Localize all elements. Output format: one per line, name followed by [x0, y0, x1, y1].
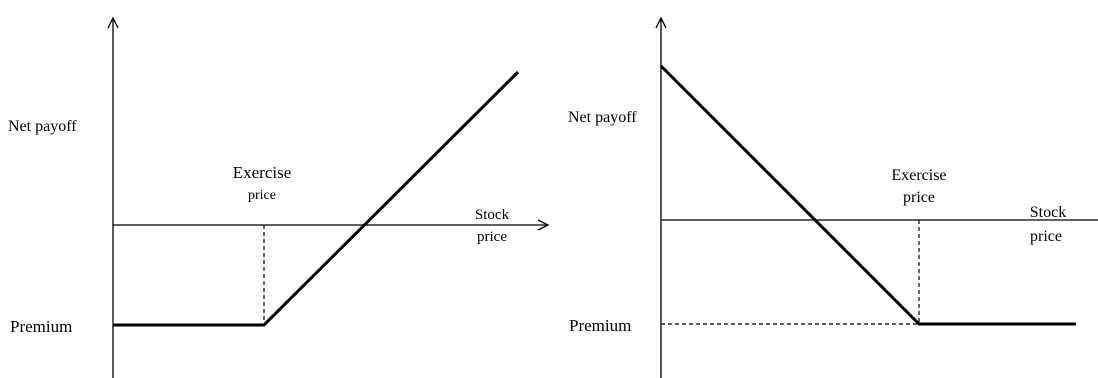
call-payoff-line — [113, 70, 520, 327]
put-x-axis-label-line2: price — [1030, 228, 1062, 245]
call-x-axis-arrow — [537, 219, 550, 231]
call-strike-label-line2: price — [248, 188, 276, 203]
put-payoff-line — [659, 64, 1076, 326]
call-x-axis-label-line2: price — [477, 229, 507, 245]
put-y-axis-arrow — [655, 16, 667, 29]
put-y-axis-label: Net payoff — [568, 109, 637, 126]
call-y-axis-label: Net payoff — [8, 118, 77, 135]
call-premium-label: Premium — [10, 317, 72, 336]
call-payoff-diagram: Net payoff Exercise price Stock price Pr… — [8, 16, 550, 378]
call-x-axis-label-line1: Stock — [475, 207, 510, 223]
call-y-axis-arrow — [107, 16, 119, 29]
put-premium-label: Premium — [569, 316, 631, 335]
put-x-axis-label-line1: Stock — [1030, 204, 1066, 221]
put-strike-label-line1: Exercise — [891, 167, 946, 184]
put-payoff-diagram: Net payoff Exercise price Stock price Pr… — [568, 16, 1098, 378]
put-strike-label-line2: price — [903, 189, 935, 206]
call-strike-label-line1: Exercise — [233, 163, 292, 182]
